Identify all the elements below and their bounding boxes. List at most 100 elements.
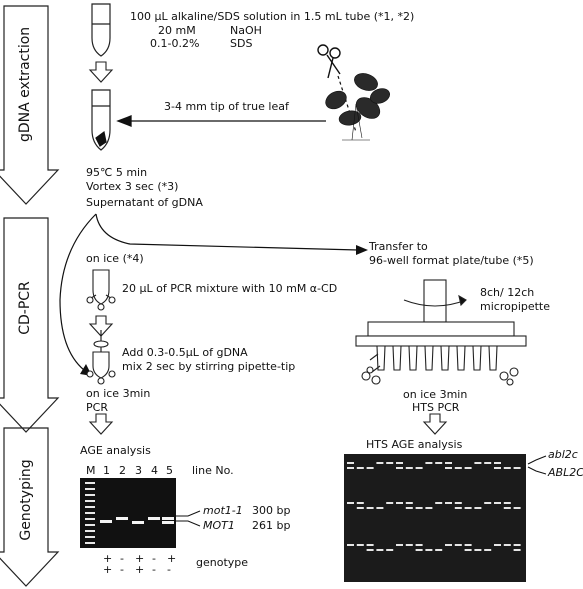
- genotype-mark: +: [103, 552, 113, 565]
- hts-gel-band: [366, 507, 374, 509]
- left-on-ice: on ice (*4): [86, 252, 144, 265]
- hts-gel-band: [396, 467, 403, 469]
- hts-gel-band: [494, 502, 501, 504]
- lane-label: M: [86, 464, 96, 477]
- band-261bp-label: 261 bp: [252, 519, 291, 532]
- hts-gel-bands: [347, 462, 521, 551]
- hts-gel-band: [347, 462, 354, 464]
- hts-gel-band: [454, 502, 462, 504]
- hts-gel-image: [344, 454, 526, 582]
- genotype-mark: +: [167, 552, 177, 565]
- hts-gel-band: [445, 467, 452, 469]
- hts-gel-band: [435, 549, 443, 551]
- hts-gel-band: [454, 544, 462, 546]
- hts-gel-band: [356, 502, 364, 504]
- left-on-ice-3min: on ice 3min: [86, 387, 151, 400]
- hts-gel-band: [376, 462, 384, 464]
- tube-icon: [91, 3, 111, 57]
- genotype-mark: +: [135, 552, 145, 565]
- hts-gel-band: [445, 544, 452, 546]
- branch-arrow-right: [95, 213, 359, 251]
- left-pcr: PCR: [86, 401, 108, 414]
- lane-label: 1: [103, 464, 110, 477]
- left-mix: mix 2 sec by stirring pipette-tip: [122, 360, 296, 373]
- hts-gel-band: [445, 502, 452, 504]
- hts-gel-band: [396, 462, 403, 464]
- hts-gel-band: [474, 507, 482, 509]
- left-gel-image: [80, 478, 176, 548]
- branch-arrow-left: [59, 213, 97, 371]
- stage-arrow-extraction: [0, 5, 60, 205]
- branch-arrow-right-head: [356, 245, 368, 255]
- stage-arrow-cdpcr: [0, 217, 60, 433]
- plant-icon: [325, 73, 390, 141]
- hts-gel-band: [513, 544, 521, 546]
- left-age-analysis: AGE analysis: [80, 444, 151, 457]
- left-gel-band-pointers: [172, 510, 201, 527]
- right-gel-band-pointers: [527, 455, 547, 475]
- hts-gel-band: [366, 467, 374, 469]
- step1-naoh: NaOH: [230, 24, 262, 37]
- leaf-to-tube-arrow: [116, 115, 326, 127]
- hts-gel-band: [464, 507, 472, 509]
- hts-gel-band: [347, 544, 354, 546]
- hts-gel-band: [356, 507, 364, 509]
- pcr-tube-stirring-icon: [86, 330, 116, 385]
- hts-gel-band: [405, 467, 413, 469]
- leaf-tip-label: 3-4 mm tip of true leaf: [164, 100, 289, 113]
- hts-gel-band: [474, 462, 482, 464]
- hts-gel-band: [376, 507, 384, 509]
- right-pipette-1: 8ch/ 12ch: [480, 286, 535, 299]
- hts-gel-band: [347, 467, 354, 469]
- hts-gel-band: [454, 507, 462, 509]
- step1-conc-sds: 0.1-0.2%: [150, 37, 200, 50]
- right-on-ice-3min: on ice 3min: [403, 388, 468, 401]
- hts-gel-band: [435, 462, 443, 464]
- pcr-strip-tubes: [361, 345, 519, 386]
- genotype-mark: +: [103, 563, 113, 576]
- hts-gel-band: [513, 549, 521, 551]
- genotype-mark: -: [152, 563, 156, 576]
- right-transfer-2: 96-well format plate/tube (*5): [369, 254, 534, 267]
- genotype-mark: -: [167, 563, 171, 576]
- hts-gel-band: [494, 467, 501, 469]
- stage-arrow-genotyping: [0, 427, 60, 587]
- hts-gel-band: [503, 544, 511, 546]
- hts-gel-band: [386, 549, 394, 551]
- hts-gel-band: [474, 549, 482, 551]
- hts-gel-band: [376, 549, 384, 551]
- line-no-label: line No.: [192, 464, 234, 477]
- band-mot1-1-label: mot1-1: [203, 504, 243, 517]
- hts-gel-band: [405, 544, 413, 546]
- hts-gel-band: [484, 549, 492, 551]
- hts-gel-band: [484, 462, 492, 464]
- left-add-gdna: Add 0.3-0.5µL of gDNA: [122, 346, 248, 359]
- stage-label-genotyping: Genotyping: [18, 459, 34, 541]
- lane-label: 5: [166, 464, 173, 477]
- left-gel-bands: [85, 482, 174, 544]
- step1-conc-naoh: 20 mM: [158, 24, 196, 37]
- step1-solution: 100 µL alkaline/SDS solution in 1.5 mL t…: [130, 10, 415, 23]
- hts-gel-band: [503, 467, 511, 469]
- hts-gel-band: [464, 544, 472, 546]
- right-hts-pcr: HTS PCR: [412, 401, 460, 414]
- hts-gel-band: [405, 502, 413, 504]
- tube-with-leaf-icon: [91, 89, 111, 151]
- step2-vortex: Vortex 3 sec (*3): [86, 180, 179, 193]
- right-hts-age: HTS AGE analysis: [366, 438, 463, 451]
- step1-sds: SDS: [230, 37, 253, 50]
- down-arrow-icon: [422, 413, 448, 435]
- hts-gel-band: [435, 502, 443, 504]
- band-300bp-label: 300 bp: [252, 504, 291, 517]
- hts-gel-band: [425, 549, 433, 551]
- stage-label-extraction: gDNA extraction: [17, 26, 33, 142]
- lane-label: 2: [119, 464, 126, 477]
- hts-gel-band: [366, 544, 374, 546]
- hts-gel-band: [405, 507, 413, 509]
- hts-gel-band: [454, 467, 462, 469]
- hts-gel-band: [386, 502, 394, 504]
- hts-gel-band: [425, 507, 433, 509]
- stage-label-cdpcr: CD-PCR: [17, 281, 33, 335]
- hts-gel-band: [415, 467, 423, 469]
